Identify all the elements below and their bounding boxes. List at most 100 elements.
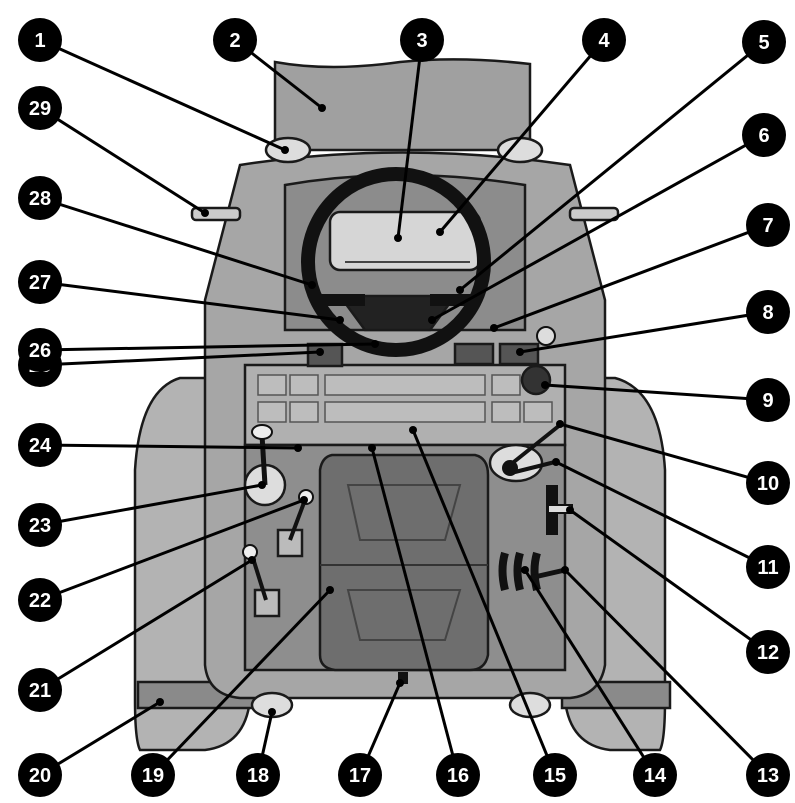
callout-21: 21 xyxy=(18,668,62,712)
callout-circle xyxy=(746,753,790,797)
callout-circle xyxy=(746,378,790,422)
callout-circle xyxy=(582,18,626,62)
callout-circle xyxy=(746,203,790,247)
seat xyxy=(318,453,490,672)
callout-number: 21 xyxy=(29,680,51,702)
pedal-left xyxy=(306,342,344,368)
callout-19: 19 xyxy=(131,753,175,797)
leader-dot-9 xyxy=(541,381,549,389)
leader-dot-2 xyxy=(318,104,326,112)
callout-12: 12 xyxy=(746,630,790,674)
callout-circle xyxy=(18,18,62,62)
callout-10: 10 xyxy=(746,461,790,505)
leader-lines xyxy=(39,38,770,777)
callout-number: 3 xyxy=(416,30,427,52)
callout-number: 2 xyxy=(229,30,240,52)
callout-28: 28 xyxy=(18,176,62,220)
callout-number: 15 xyxy=(544,765,566,787)
leader-line-3 xyxy=(396,39,424,239)
tractor-illustration xyxy=(133,58,672,752)
leader-dot-12 xyxy=(566,506,574,514)
callout-circle xyxy=(746,630,790,674)
leader-dot-29 xyxy=(201,209,209,217)
leader-line-6 xyxy=(431,133,765,322)
callout-circle xyxy=(18,423,62,467)
side-rail-right xyxy=(568,206,620,222)
leader-dot-1 xyxy=(281,146,289,154)
leader-dot-18 xyxy=(268,708,276,716)
leader-line-20 xyxy=(39,700,161,777)
callout-4: 4 xyxy=(582,18,626,62)
callout-5: 5 xyxy=(742,20,786,64)
callout-20: 20 xyxy=(18,753,62,797)
callout-7: 7 xyxy=(746,203,790,247)
callout-27: 27 xyxy=(18,260,62,304)
leader-line-27 xyxy=(39,280,341,322)
callout-circle xyxy=(18,260,62,304)
callout-number: 20 xyxy=(29,765,51,787)
callout-circle xyxy=(213,18,257,62)
callout-number: 28 xyxy=(29,188,51,210)
callout-number: 8 xyxy=(762,302,773,324)
leader-dot-24 xyxy=(294,444,302,452)
callout-26: 26 xyxy=(18,328,62,372)
leader-line-16 xyxy=(370,447,460,776)
leader-dot-17 xyxy=(396,679,404,687)
leader-dot-19 xyxy=(326,586,334,594)
leader-dot-8 xyxy=(516,348,524,356)
leader-line-15 xyxy=(411,429,557,776)
leader-dot-26 xyxy=(371,340,379,348)
callout-number: 1 xyxy=(34,30,45,52)
callout-circle xyxy=(742,20,786,64)
callout-number: 10 xyxy=(757,473,779,495)
leader-dot-6 xyxy=(428,316,436,324)
leader-dot-22 xyxy=(300,496,308,504)
leader-line-13 xyxy=(563,568,770,777)
leader-dot-14 xyxy=(521,566,529,574)
callout-number: 23 xyxy=(29,515,51,537)
leader-dot-7 xyxy=(490,324,498,332)
ignition-switch xyxy=(520,364,552,396)
callout-24: 24 xyxy=(18,423,62,467)
leader-dot-20 xyxy=(156,698,164,706)
callout-2: 2 xyxy=(213,18,257,62)
leader-dot-13 xyxy=(561,566,569,574)
callout-circle xyxy=(742,113,786,157)
callout-number: 24 xyxy=(29,435,52,457)
leader-dot-11 xyxy=(552,458,560,466)
leader-line-23 xyxy=(39,483,263,527)
callout-circle xyxy=(18,668,62,712)
leader-dot-25 xyxy=(316,348,324,356)
panel-slots xyxy=(257,374,553,423)
callout-circle xyxy=(18,176,62,220)
leader-dot-16 xyxy=(368,444,376,452)
callout-circle xyxy=(18,328,62,372)
callout-number: 19 xyxy=(142,765,164,787)
callout-number: 5 xyxy=(758,32,769,54)
callout-number: 17 xyxy=(349,765,371,787)
callout-number: 27 xyxy=(29,272,51,294)
callout-29: 29 xyxy=(18,86,62,130)
callout-9: 9 xyxy=(746,378,790,422)
callout-circle xyxy=(18,578,62,622)
leader-line-11 xyxy=(555,460,769,569)
callout-circle xyxy=(131,753,175,797)
leader-line-26 xyxy=(39,342,376,352)
callout-6: 6 xyxy=(742,113,786,157)
steering-wheel xyxy=(301,167,491,357)
callout-number: 26 xyxy=(29,340,51,362)
callout-number: 9 xyxy=(762,390,773,412)
callout-number: 22 xyxy=(29,590,51,612)
leader-dot-21 xyxy=(248,556,256,564)
lever-box-2 xyxy=(253,588,281,618)
callout-17: 17 xyxy=(338,753,382,797)
callout-number: 16 xyxy=(447,765,469,787)
callout-circle xyxy=(338,753,382,797)
callout-circle xyxy=(18,503,62,547)
callout-23: 23 xyxy=(18,503,62,547)
callout-number: 18 xyxy=(247,765,269,787)
leader-line-4 xyxy=(438,39,606,233)
callout-circle xyxy=(533,753,577,797)
